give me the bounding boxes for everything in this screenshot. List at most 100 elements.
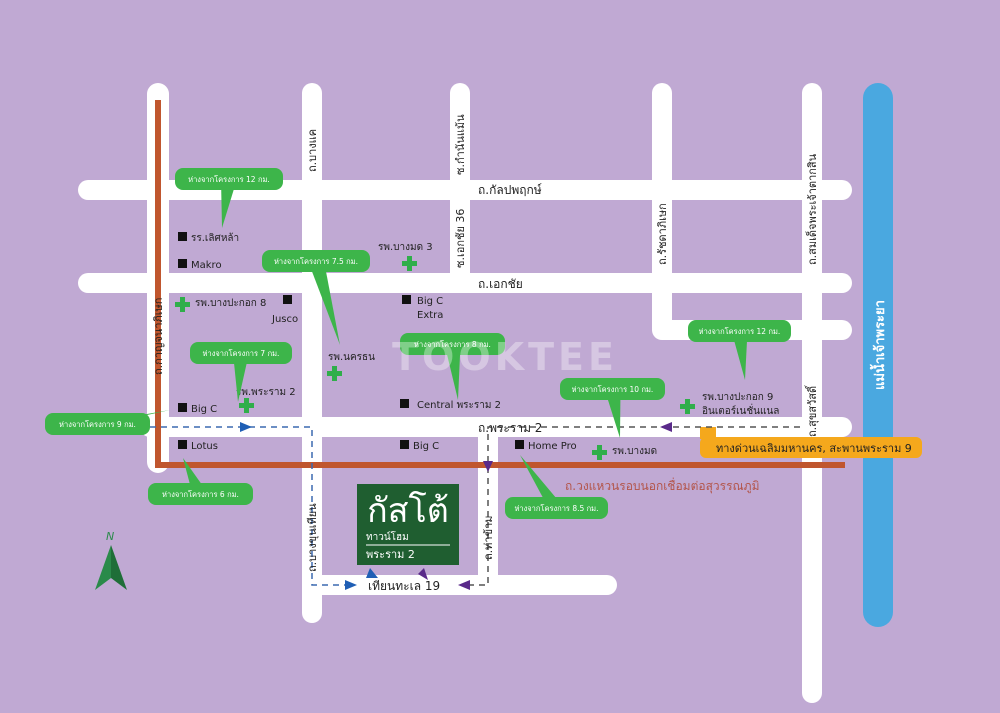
callout-text: ห่างจากโครงการ 7 กม. [203,349,280,358]
arrow-icon [418,568,428,580]
callout-text: ห่างจากโครงการ 12 กม. [188,175,270,184]
callout-bubble [175,168,283,190]
arrow-icon [345,580,357,590]
label-thakham: ถ.ท่าข้าม [482,515,495,560]
chao-phraya-river [863,83,893,627]
shop-icon [515,440,524,449]
callout-text: ห่างจากโครงการ 9 กม. [59,420,136,429]
shop-icon [400,440,409,449]
hospital-bangmod3: รพ.บางมด 3 [378,242,433,253]
callout-text: ห่างจากโครงการ 7.5 กม. [274,257,358,266]
distance-callout: ห่างจากโครงการ 7 กม. [190,342,292,402]
callout-bubble [262,250,370,272]
place-bigc-center: Big C [413,441,439,452]
callout-text: ห่างจากโครงการ 6 กม. [162,490,239,499]
callout-text: ห่างจากโครงการ 8 กม. [414,340,491,349]
hospital-bangpakok9-intl: อินเตอร์เนชั่นแนล [702,403,779,417]
distance-callout: ห่างจากโครงการ 9 กม. [45,410,170,435]
distance-callouts: ห่างจากโครงการ 12 กม. ห่างจากโครงการ 7.5 … [45,168,791,519]
label-taksin: ถ.สมเด็จพระเจ้าตากสิน [805,153,819,265]
shop-icon [178,440,187,449]
label-tianthale19: เทียนทะเล 19 [368,579,440,593]
project-name: กัสโต้ [367,491,449,531]
label-ekkachai: ถ.เอกชัย [478,277,523,291]
callout-tail [520,455,565,508]
label-ekkachai36: ซ.เอกชัย 36 [454,209,467,268]
road-ekkachai [78,273,852,293]
distance-callout: ห่างจากโครงการ 7.5 กม. [262,250,370,345]
place-jusco: Jusco [271,314,298,325]
hospital-cross-icon [327,366,342,381]
callout-bubble [45,413,150,435]
hospital-rama2: รพ.พระราม 2 [236,387,296,398]
label-ring-road: ถ.วงแหวนรอบนอกเชื่อมต่อสุวรรณภูมิ [565,477,759,494]
callout-tail [308,261,340,345]
project-location: พระราม 2 [366,548,415,561]
callout-text: ห่างจากโครงการ 12 กม. [699,327,781,336]
watermark: TOOKTEE [392,335,618,379]
project-logo: กัสโต้ ทาวน์โฮม พระราม 2 [357,484,459,565]
hospital-cross-icon [680,399,695,414]
arrow-icon [366,568,378,578]
project-type: ทาวน์โฮม [366,530,409,543]
label-ratchadaphisek: ถ.รัชดาภิเษก [656,203,669,265]
expressway-bar [700,437,922,458]
distance-callout: ห่างจากโครงการ 8 กม. [400,333,505,400]
label-suksawat: ถ.สุขสวัสดิ์ [804,384,819,437]
hospital-nakornthon: รพ.นครธน [328,352,375,363]
place-bigc-extra-2: Extra [417,310,443,321]
callout-bubble [400,333,505,355]
label-rama2: ถ.พระราม 2 [478,421,542,435]
hospital-bangpakok9: รพ.บางปะกอก 9 [702,392,773,403]
place-homepro: Home Pro [528,441,577,452]
hospitals: รพ.บางมด 3 รพ.บางปะกอก 8 รพ.นครธน รพ.พระ… [175,242,779,460]
route-purple [470,426,800,586]
label-bangkhunthian: ถ.บางขุนเทียน [306,503,319,572]
shop-icon [178,403,187,412]
distance-callout: ห่างจากโครงการ 12 กม. [175,168,283,228]
callout-tail [444,344,461,400]
callout-tail [604,389,621,438]
arrow-icon [458,580,470,590]
label-kamnanmaen: ซ.กำนันแม้น [454,114,467,175]
distance-callout: ห่างจากโครงการ 6 กม. [148,458,253,505]
hospital-cross-icon [402,256,417,271]
callout-text: ห่างจากโครงการ 10 กม. [572,385,654,394]
shop-icon [400,399,409,408]
hospital-cross-icon [592,445,607,460]
callout-tail [233,353,249,402]
arrow-icon [240,422,252,432]
distance-callout: ห่างจากโครงการ 12 กม. [688,320,791,380]
arrow-icon [483,461,493,472]
place-lotus: Lotus [191,441,218,452]
places: รร.เลิศหล้า Makro Jusco Big C Extra Big C… [178,232,577,452]
label-river: แม่น้ำเจ้าพระยา [869,300,888,390]
place-bigc-extra: Big C [417,296,443,307]
expressway-connector [700,427,716,439]
callout-bubble [560,378,665,400]
shop-icon [283,295,292,304]
road-rama2 [140,417,852,437]
place-lertla: รร.เลิศหล้า [191,232,239,244]
ring-road-line [155,100,845,468]
callout-text: ห่างจากโครงการ 8.5 กม. [514,504,598,513]
label-kalapaphruek: ถ.กัลปพฤกษ์ [478,183,542,197]
project-logo-box [357,484,459,565]
callout-tail [731,331,748,380]
shop-icon [178,232,187,241]
label-expressway: ทางด่วนเฉลิมมหานคร, สะพานพระราม 9 [716,442,912,455]
place-makro: Makro [191,260,222,271]
road-taksin [802,83,822,703]
callout-bubble [505,497,608,519]
hospital-cross-icon [239,398,254,413]
road-bangkhae [302,83,322,623]
hospital-bangmod: รพ.บางมด [612,446,657,457]
shop-icon [402,295,411,304]
distance-callout: ห่างจากโครงการ 8.5 กม. [505,455,608,519]
hospital-bangpakok8: รพ.บางปะกอก 8 [195,298,266,309]
callout-tail [221,179,237,228]
place-central: Central พระราม 2 [417,400,501,411]
callout-bubble [688,320,791,342]
callout-bubble [190,342,292,364]
